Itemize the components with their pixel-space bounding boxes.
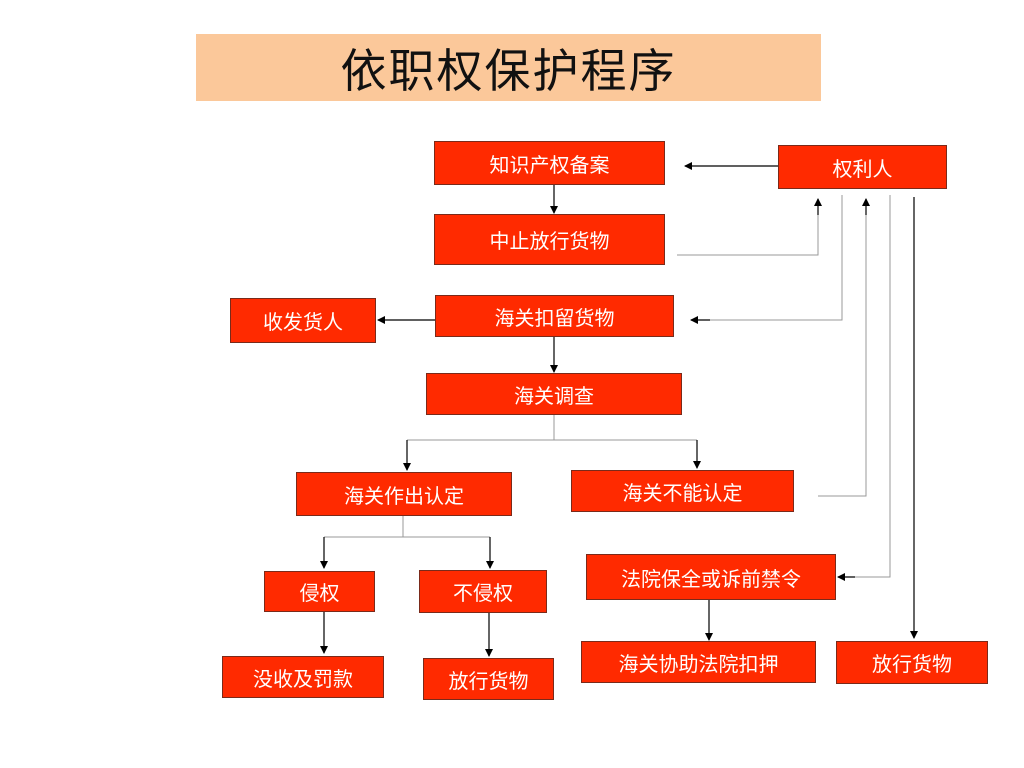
slide-title: 依职权保护程序 <box>196 34 821 101</box>
node-customs-investigate: 海关调查 <box>426 373 682 415</box>
node-confiscate-fine: 没收及罚款 <box>222 656 384 698</box>
node-no-infringement: 不侵权 <box>419 570 547 613</box>
node-court-preservation: 法院保全或诉前禁令 <box>586 554 836 600</box>
line-holder-to-court <box>850 195 891 578</box>
line-cannot-to-holder <box>818 205 867 497</box>
line-holder-to-detain <box>700 195 843 321</box>
node-customs-determine: 海关作出认定 <box>296 472 512 516</box>
node-customs-detain: 海关扣留货物 <box>435 295 674 337</box>
node-suspend-release: 中止放行货物 <box>434 214 665 265</box>
line-suspend-to-holder <box>677 200 819 256</box>
node-ip-record: 知识产权备案 <box>434 141 665 185</box>
node-release-goods-2: 放行货物 <box>836 641 988 684</box>
node-customs-cannot-determine: 海关不能认定 <box>571 470 794 512</box>
node-right-holder: 权利人 <box>778 145 947 189</box>
node-release-goods-1: 放行货物 <box>423 658 554 700</box>
node-consignee: 收发货人 <box>230 298 376 343</box>
node-customs-assist-court: 海关协助法院扣押 <box>581 641 816 683</box>
node-infringement: 侵权 <box>264 571 375 612</box>
